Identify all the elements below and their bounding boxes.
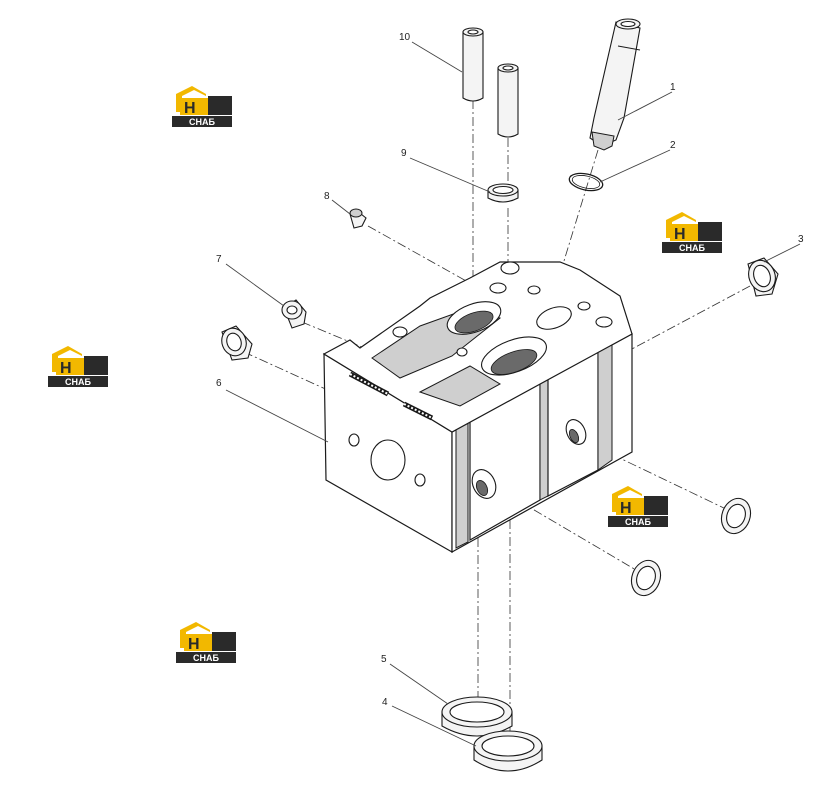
assembly-axis-lines bbox=[243, 100, 751, 744]
svg-text:СНАБ: СНАБ bbox=[193, 653, 219, 663]
svg-text:СНАБ: СНАБ bbox=[679, 243, 705, 253]
callout-8: 8 bbox=[324, 191, 330, 202]
part-2-o-ring bbox=[568, 172, 604, 192]
spring-left-icon bbox=[348, 371, 390, 397]
svg-text:СНАБ: СНАБ bbox=[65, 377, 91, 387]
part-1-injector bbox=[589, 18, 641, 151]
cylinder-head-block bbox=[322, 261, 633, 554]
svg-text:СНАБ: СНАБ bbox=[189, 117, 215, 127]
callout-3: 3 bbox=[798, 234, 804, 245]
watermark-logo-icon: СНАБ bbox=[662, 212, 722, 253]
part-6-plug bbox=[221, 325, 253, 361]
callout-10: 10 bbox=[399, 32, 411, 43]
part-5-ring bbox=[441, 696, 513, 737]
callout-9: 9 bbox=[401, 148, 407, 159]
callout-leaders bbox=[225, 41, 801, 747]
part-9-ring bbox=[487, 183, 519, 203]
part-4-seat bbox=[473, 730, 543, 772]
part-8-plug bbox=[349, 208, 367, 229]
spring-right-icon bbox=[402, 401, 434, 421]
callout-6: 6 bbox=[216, 378, 222, 389]
part-7-plug bbox=[281, 299, 307, 329]
watermark-logo-icon: СНАБ bbox=[172, 86, 232, 127]
svg-text:СНАБ: СНАБ bbox=[625, 517, 651, 527]
callout-1: 1 bbox=[670, 82, 676, 93]
callout-4: 4 bbox=[382, 697, 388, 708]
side-plug-right-lower bbox=[630, 559, 662, 597]
watermark-logo-icon: СНАБ bbox=[608, 486, 668, 527]
callout-labels: 1 2 3 4 5 6 7 8 9 10 bbox=[216, 32, 804, 708]
callout-2: 2 bbox=[670, 140, 676, 151]
watermark-logo-icon: СНАБ bbox=[176, 622, 236, 663]
part-10-sleeves bbox=[462, 27, 519, 138]
callout-7: 7 bbox=[216, 254, 222, 265]
callout-5: 5 bbox=[381, 654, 387, 665]
part-3-plug bbox=[747, 257, 779, 297]
side-plug-right-upper bbox=[720, 497, 752, 535]
watermark-logo-icon: СНАБ bbox=[48, 346, 108, 387]
